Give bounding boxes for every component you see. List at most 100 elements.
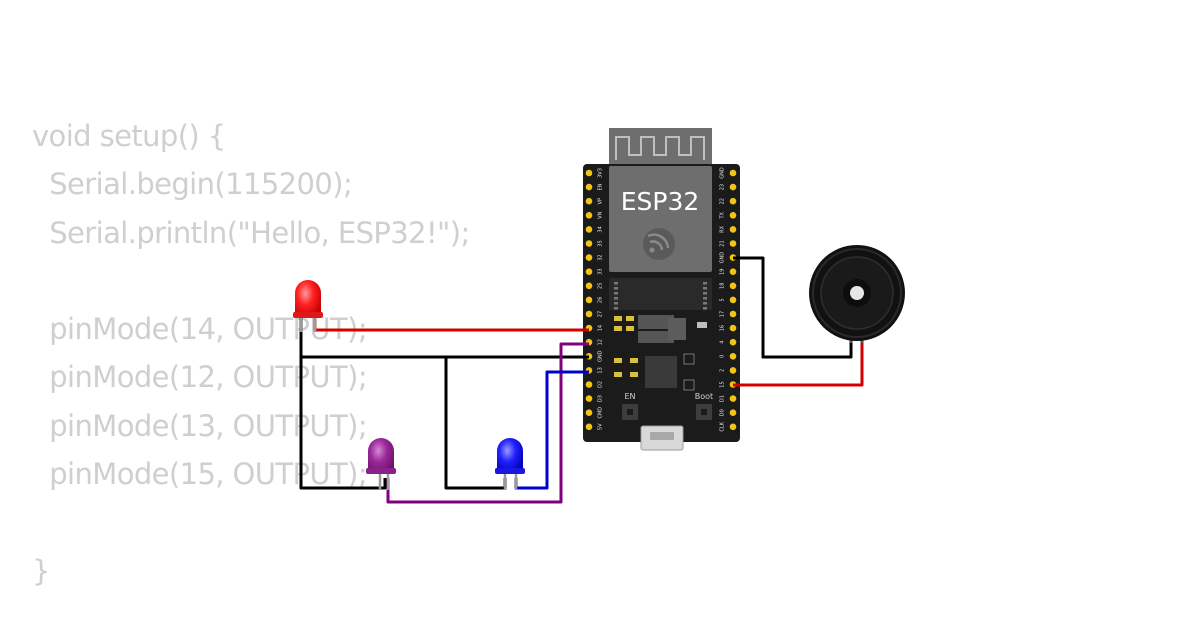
pin-label: CLK <box>720 421 726 431</box>
header-pin[interactable] <box>729 310 737 318</box>
pin-label: 3V3 <box>598 168 604 178</box>
pin-label: 34 <box>598 226 604 232</box>
castellation-pad <box>614 302 618 305</box>
header-pin[interactable] <box>585 197 593 205</box>
smd-led <box>697 322 707 328</box>
header-pin[interactable] <box>729 395 737 402</box>
pin-label: 25 <box>598 283 604 289</box>
code-line: } <box>32 553 50 588</box>
wire-red-led[interactable] <box>313 316 589 332</box>
castellation-pad <box>703 292 707 295</box>
module-castellations <box>614 282 707 310</box>
pin-label: EN <box>598 183 604 190</box>
code-line: Serial.begin(115200); <box>32 167 353 202</box>
pin-label: 17 <box>720 311 726 317</box>
header-pin[interactable] <box>729 169 737 177</box>
pin-label: 14 <box>598 325 604 331</box>
smd-component <box>638 331 674 343</box>
code-line: Serial.println("Hello, ESP32!"); <box>32 215 470 250</box>
en-button-cap <box>627 409 633 415</box>
castellation-pad <box>614 282 618 285</box>
wire-gnd-purple-led[interactable] <box>299 355 589 490</box>
pin-label: 13 <box>598 367 604 373</box>
header-pin[interactable] <box>585 169 593 177</box>
boot-button-cap <box>701 409 707 415</box>
wire-buzzer-gnd[interactable] <box>733 256 853 359</box>
usb-uart-chip <box>645 356 677 388</box>
header-pin[interactable] <box>585 254 593 261</box>
header-pin[interactable] <box>729 226 737 233</box>
transistor <box>683 353 695 365</box>
led-blue[interactable] <box>495 438 525 490</box>
smd-resistor <box>614 358 622 363</box>
header-pin[interactable] <box>585 310 593 318</box>
header-pin[interactable] <box>585 381 593 388</box>
pin-label: 4 <box>720 341 726 344</box>
wire-purple-led[interactable] <box>386 342 589 504</box>
smd-resistor <box>626 326 634 331</box>
header-pin[interactable] <box>729 268 737 276</box>
pin-label: GND <box>598 350 604 362</box>
smd-resistor <box>626 316 634 321</box>
castellation-pad <box>703 297 707 300</box>
pin-label: VN <box>598 211 604 218</box>
header-pin[interactable] <box>729 409 737 417</box>
module-pads <box>609 278 712 310</box>
castellation-pad <box>614 292 618 295</box>
header-pin[interactable] <box>585 282 593 290</box>
smd-resistor <box>630 358 638 363</box>
pin-label: GND <box>720 252 726 264</box>
header-pin[interactable] <box>729 282 737 290</box>
pin-label: RX <box>720 225 726 232</box>
pin-label: D1 <box>720 395 726 402</box>
pin-label: 18 <box>720 283 726 289</box>
header-pin[interactable] <box>585 212 593 219</box>
smd-resistor <box>614 316 622 321</box>
header-pin[interactable] <box>729 197 737 205</box>
header-pin[interactable] <box>585 226 593 233</box>
header-pin[interactable] <box>729 296 737 304</box>
header-pin[interactable] <box>729 324 737 332</box>
pin-label: 21 <box>720 240 726 246</box>
header-pin[interactable] <box>585 296 593 304</box>
header-pin[interactable] <box>729 338 737 346</box>
castellation-pad <box>614 287 618 290</box>
pin-label: CMD <box>598 407 604 419</box>
header-pin[interactable] <box>729 212 737 219</box>
micro-usb-socket <box>650 432 674 440</box>
header-pin[interactable] <box>585 240 593 247</box>
pin-label: 22 <box>720 198 726 204</box>
header-pin[interactable] <box>585 268 593 276</box>
led-red[interactable] <box>293 280 323 332</box>
pin-label: 19 <box>720 269 726 275</box>
header-pin[interactable] <box>729 183 737 191</box>
pin-label: D2 <box>598 381 604 388</box>
wire-blue-led[interactable] <box>514 370 589 490</box>
header-pin[interactable] <box>729 353 737 360</box>
pin-label: 27 <box>598 311 604 317</box>
castellation-pad <box>703 307 707 310</box>
header-pin[interactable] <box>729 367 737 374</box>
castellation-pad <box>703 302 707 305</box>
header-pin[interactable] <box>585 395 593 402</box>
pin-label: 12 <box>598 339 604 345</box>
pin-label: 33 <box>598 269 604 275</box>
pin-label: TX <box>720 211 726 219</box>
pin-label: 15 <box>720 381 726 387</box>
header-pin[interactable] <box>585 409 593 417</box>
header-pin[interactable] <box>729 240 737 247</box>
led-purple[interactable] <box>366 438 396 490</box>
header-pin[interactable] <box>729 423 737 431</box>
pin-label: 35 <box>598 240 604 246</box>
en-button-label: EN <box>624 392 635 401</box>
pin-label: 5 <box>720 298 726 301</box>
antenna-trace-icon <box>615 136 705 160</box>
piezo-buzzer[interactable] <box>809 245 905 343</box>
esp32-board[interactable]: ESP32 EN Bo <box>583 128 740 451</box>
code-line: void setup() { <box>32 119 226 153</box>
header-pin[interactable] <box>585 423 593 431</box>
wire-buzzer-signal[interactable] <box>733 337 864 387</box>
pin-label: 32 <box>598 254 604 260</box>
header-pin[interactable] <box>585 183 593 191</box>
